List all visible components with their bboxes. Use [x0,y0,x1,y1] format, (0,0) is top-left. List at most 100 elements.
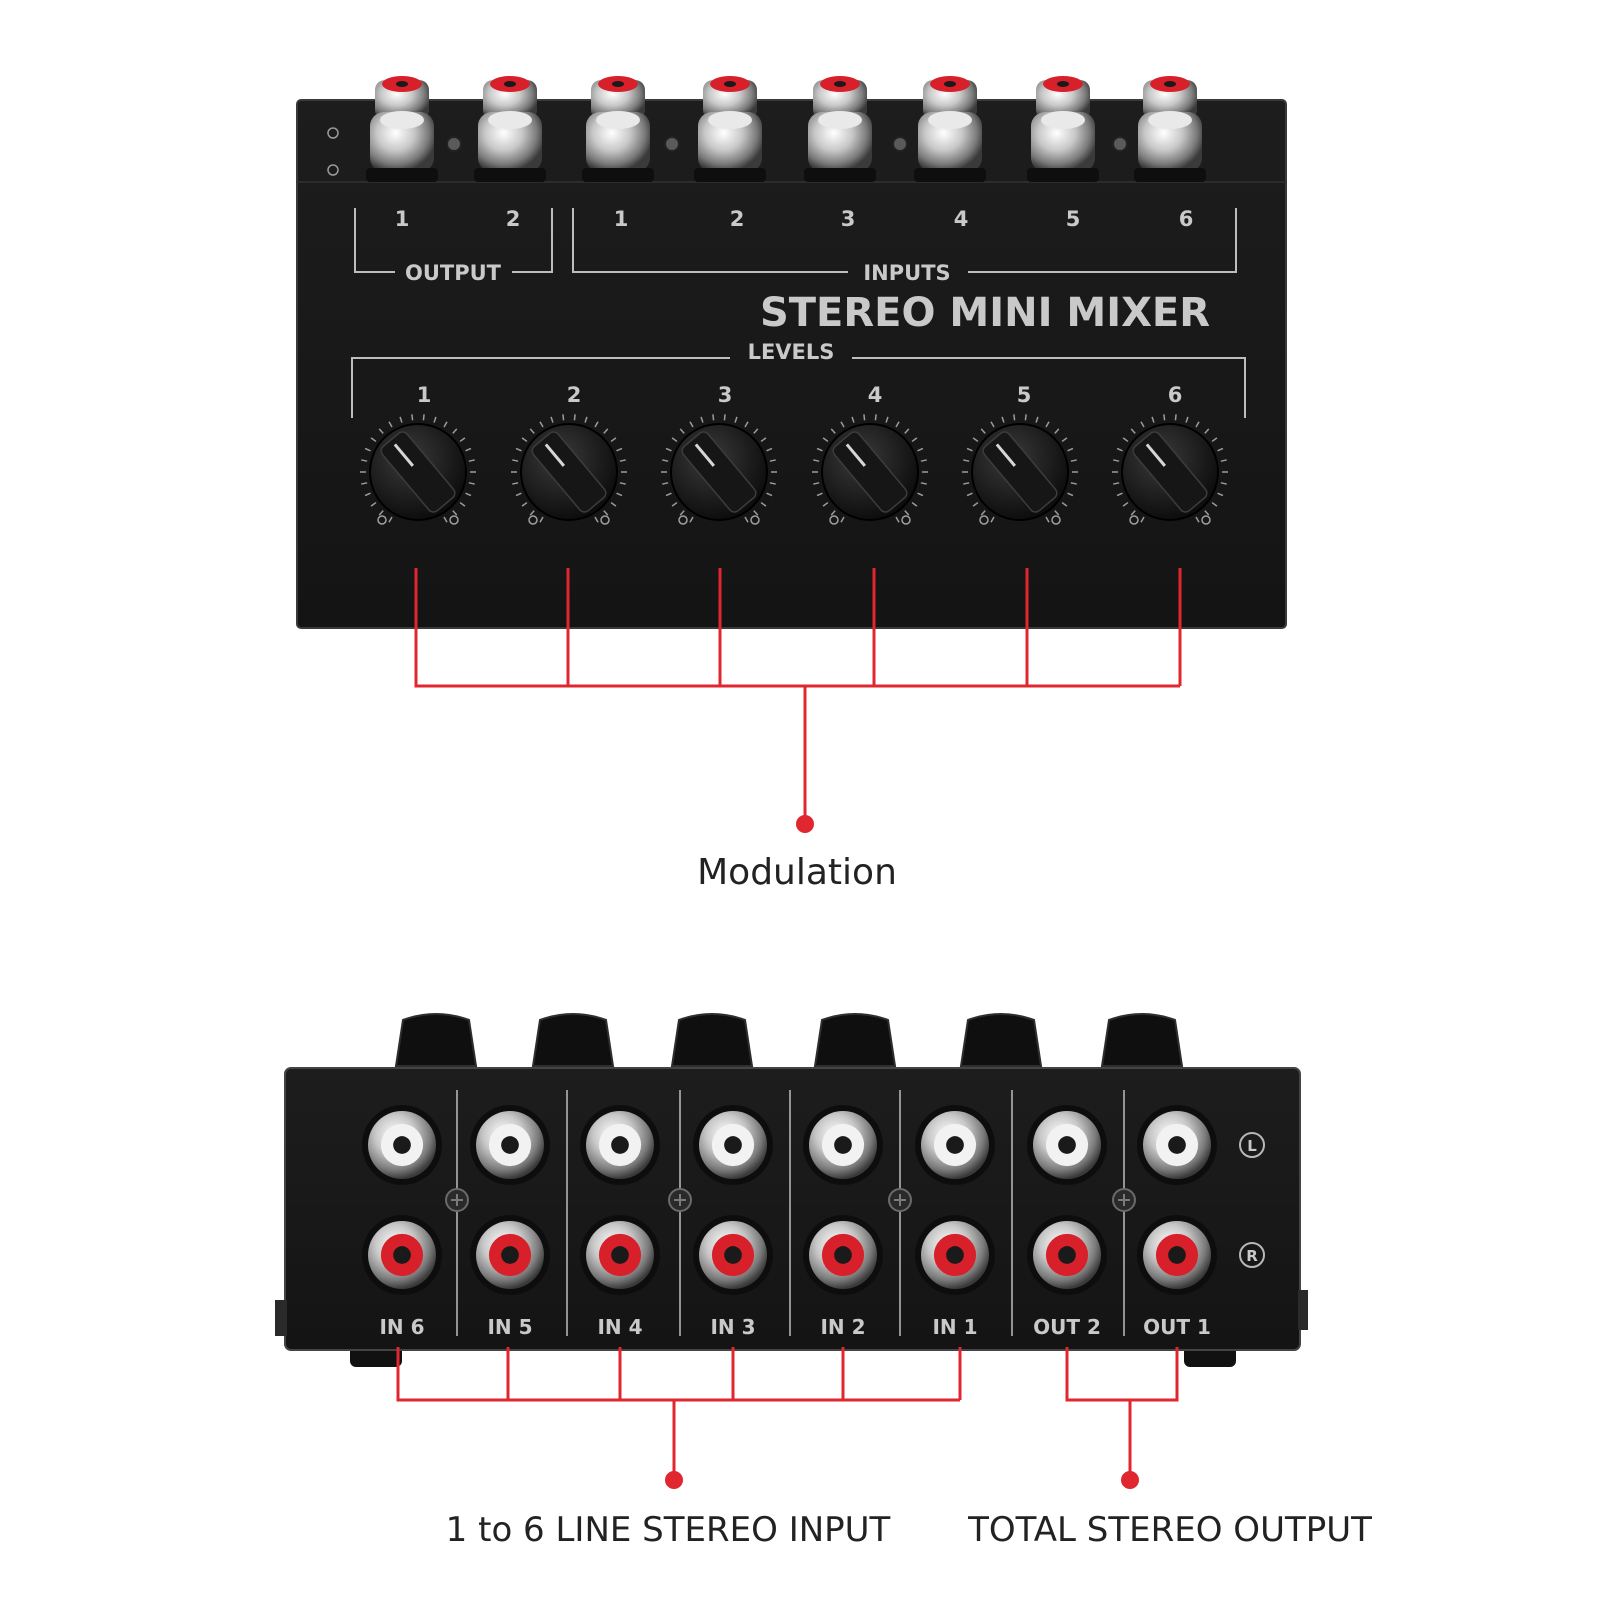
input-bracket-line [396,1347,962,1476]
knob-tick [723,414,726,421]
jack-nut [582,168,654,182]
screw-slot [451,1194,463,1206]
back-white-jack-2[interactable] [470,1105,550,1185]
top-white-jack-1[interactable] [366,111,438,182]
back-white-jack-7[interactable] [1027,1105,1107,1185]
top-red-jack-1[interactable] [375,76,429,120]
knob-top-5 [959,1013,1043,1067]
knob-tick [769,482,776,485]
knob-tick [760,437,767,443]
back-white-jack-6[interactable] [915,1105,995,1185]
back-white-jack-8[interactable] [1137,1105,1217,1185]
top-white-jack-5[interactable] [804,111,876,182]
knob-tick [1195,516,1200,523]
top-white-jack-3[interactable] [582,111,654,182]
knob-tick [822,501,829,507]
back-red-jack-6[interactable] [915,1215,995,1295]
top-white-jack-4[interactable] [694,111,766,182]
input-number-6: 6 [1179,207,1194,231]
knob-tick [813,459,820,462]
back-red-jack-5[interactable] [803,1215,883,1295]
right-channel-letter: R [1246,1247,1258,1265]
knob-max-marker [449,515,459,525]
jack-sleeve [923,80,977,120]
jack-pin-hole [612,81,624,87]
output-bracket [354,208,553,273]
knob-tick [594,516,599,523]
level-knob-4[interactable] [812,414,928,525]
knob-tick [816,447,823,452]
jack-sleeve [483,80,537,120]
jack-pin-hole [393,1246,411,1264]
knob-tick [679,510,685,516]
top-red-jack-3[interactable] [591,76,645,120]
jack-pin-hole [724,1136,742,1154]
knob-min-marker [377,515,387,525]
knob-min-marker [1129,515,1139,525]
total-output-caption: TOTAL STEREO OUTPUT [967,1510,1372,1550]
back-white-jack-3[interactable] [580,1105,660,1185]
knob-tick [917,447,924,452]
knob-top-2 [531,1013,615,1067]
top-white-jack-8[interactable] [1134,111,1206,182]
top-red-jack-8[interactable] [1143,76,1197,120]
back-red-jack-4[interactable] [693,1215,773,1295]
back-red-jack-3[interactable] [580,1215,660,1295]
knob-tick [712,414,715,421]
knob-tick [990,421,995,428]
panel-screw [892,136,908,152]
output-callout-dot [1121,1471,1139,1489]
top-white-jack-7[interactable] [1027,111,1099,182]
left-indicator [327,127,339,139]
jack-sleeve [698,112,762,172]
knob-tick [963,459,970,462]
back-white-jack-4[interactable] [693,1105,773,1185]
knob-tick [452,510,458,516]
knob-tick [1130,510,1136,516]
jack-label-7: OUT 2 [1033,1315,1101,1339]
knob-number-1: 1 [417,383,432,407]
knob-tick [990,516,995,523]
knob-tick [1067,492,1074,497]
level-knob-2[interactable] [511,414,627,525]
input-number-4: 4 [954,207,969,231]
back-red-jack-8[interactable] [1137,1215,1217,1295]
jack-label-4: IN 3 [710,1315,755,1339]
top-red-jack-7[interactable] [1036,76,1090,120]
knob-tick [1185,416,1189,423]
jack-white-insulator [596,111,640,129]
level-knob-1[interactable] [360,414,476,525]
knob-tick [917,492,924,497]
knob-tick [753,428,759,434]
level-knob-5[interactable] [962,414,1078,525]
top-red-jack-6[interactable] [923,76,977,120]
jack-nut [914,168,986,182]
back-red-jack-1[interactable] [362,1215,442,1295]
jack-pin-hole [611,1136,629,1154]
top-red-jack-5[interactable] [813,76,867,120]
jack-white-insulator [708,111,752,129]
screw-slot [894,1194,906,1206]
back-red-jack-2[interactable] [470,1215,550,1295]
back-white-jack-1[interactable] [362,1105,442,1185]
knob-tick [443,516,448,523]
top-white-jack-6[interactable] [914,111,986,182]
level-knob-6[interactable] [1112,414,1228,525]
jack-pin-hole [501,1136,519,1154]
channel-dividers [456,1090,1125,1336]
jack-sleeve [1138,112,1202,172]
top-red-jack-4[interactable] [703,76,757,120]
jack-pin-hole [946,1246,964,1264]
back-white-jack-5[interactable] [803,1105,883,1185]
back-red-jack-7[interactable] [1027,1215,1107,1295]
jack-label-6: IN 1 [932,1315,977,1339]
level-knob-3[interactable] [661,414,777,525]
knob-number-2: 2 [567,383,582,407]
knob-tick [610,501,617,507]
jack-label-8: OUT 1 [1143,1315,1211,1339]
knob-tick [399,416,403,423]
top-white-jack-2[interactable] [474,111,546,182]
jack-pin-hole [946,1136,964,1154]
top-red-jack-2[interactable] [483,76,537,120]
